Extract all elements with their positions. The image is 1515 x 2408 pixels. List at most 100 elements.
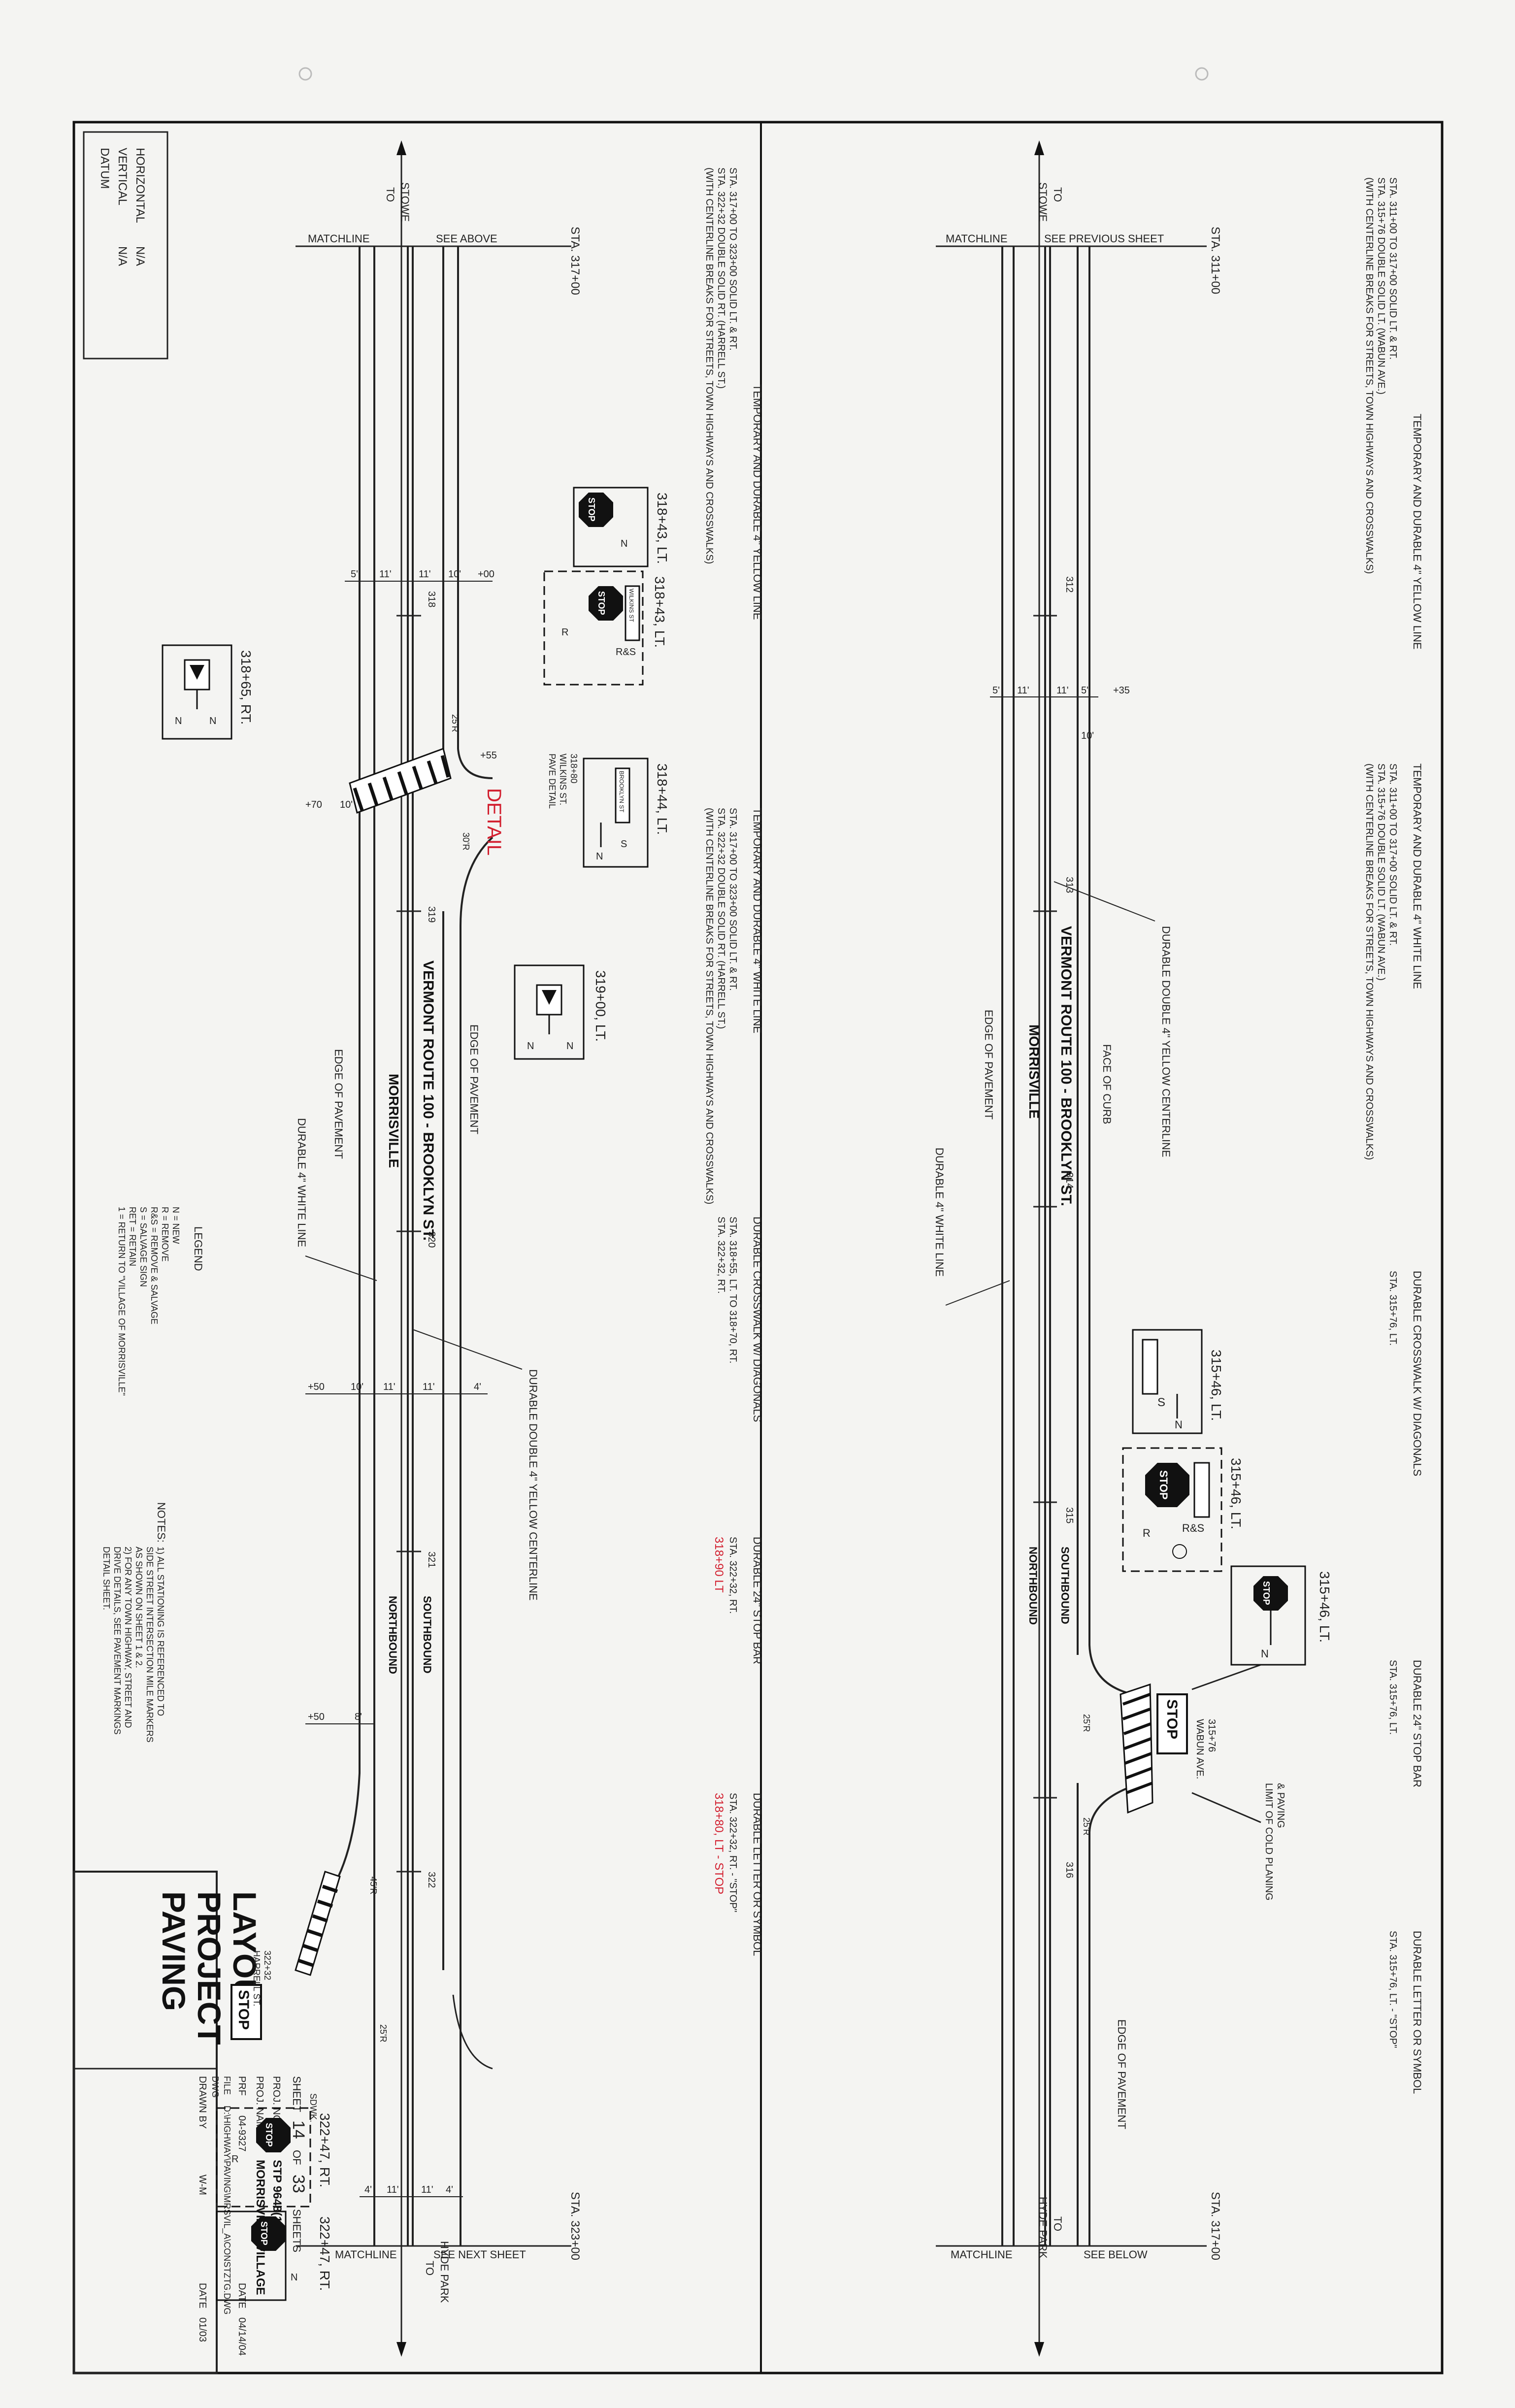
bottom-see-next: SEE NEXT SHEET <box>433 2248 526 2261</box>
bottom-town-name: MORRISVILLE <box>386 1074 401 1168</box>
legend-item: N = NEW <box>171 1207 181 1244</box>
sign-station-322-47b: 322+47, RT. <box>317 2216 332 2291</box>
leader-yellow-2 <box>413 1329 523 1370</box>
sign-group-pedestrian-319: N N 319+00, LT. <box>514 964 608 1060</box>
radius-25b: 25'R <box>1082 1817 1091 1835</box>
bottom-station-ticks <box>396 615 421 1873</box>
plot-date-value: 04/14/04 <box>236 2317 247 2356</box>
sign-code-n: N <box>291 2272 297 2283</box>
return-circle-icon <box>1172 1544 1187 1559</box>
note-title: DURABLE LETTER OR SYMBOL <box>751 1793 763 1956</box>
dim-5b: 5' <box>1081 685 1088 696</box>
note-line-3: (WITH CENTERLINE BREAKS FOR STREETS, TOW… <box>1364 763 1375 1160</box>
crosswalk-hatch-3 <box>297 1884 338 1967</box>
sheet-number: 14 <box>289 2120 308 2139</box>
harrell-label: HARRELL ST. <box>252 1950 262 2006</box>
wabun-ave-sta: 315+76 <box>1206 1719 1217 1752</box>
stop-sign-text-3: STOP <box>587 497 596 522</box>
note-line-1: STA. 322+32, RT. - "STOP" <box>727 1793 738 1913</box>
dim-11a: 11' <box>1017 685 1029 696</box>
drawn-by-value: W-M <box>197 2175 208 2195</box>
south-arrow-icon <box>1034 2342 1044 2357</box>
date-label: DATE <box>197 2283 208 2309</box>
crosswalk-hatch-2 <box>353 755 450 811</box>
note-line-1: STA. 315+76, LT. - "STOP" <box>1387 1931 1398 2048</box>
note-title: TEMPORARY AND DURABLE 4" WHITE LINE <box>751 808 763 1033</box>
date-value: 01/03 <box>197 2317 208 2342</box>
handwritten-correction-2: 318+80, LT - STOP <box>712 1793 725 1894</box>
handwritten-detail: DETAIL <box>483 788 505 856</box>
sheets-label: SHEETS <box>291 2209 303 2252</box>
stop-sign-text-2: STOP <box>1261 1581 1271 1605</box>
station-319: 319 <box>426 906 437 923</box>
file-label: FILE <box>222 2076 232 2095</box>
street-plate-wilkins: WILKINS ST <box>628 589 635 623</box>
station-322: 322 <box>426 1872 437 1888</box>
sign-station-318-44: 318+44, LT. <box>655 763 670 835</box>
sign-station-318-65: 318+65, RT. <box>238 650 254 725</box>
yield-pedestrian-icon-2 <box>542 990 557 1005</box>
top-end-direction-to: TO <box>1052 2216 1064 2231</box>
station-312: 312 <box>1064 576 1075 593</box>
general-notes: NOTES: 1) ALL STATIONING IS REFERENCED T… <box>101 1502 167 1743</box>
pave-detail-2: WILKINS ST. <box>558 754 568 805</box>
stop-pavement-marking-2 <box>231 1984 262 2040</box>
prf-label: PRF <box>236 2076 247 2096</box>
notes-line: 1) ALL STATIONING IS REFERENCED TO <box>156 1547 165 1716</box>
dim: +70 <box>305 799 322 810</box>
yield-pedestrian-icon <box>190 665 204 680</box>
pave-detail-1: PAVE DETAIL <box>547 754 557 809</box>
top-town-name: MORRISVILLE <box>1026 1024 1042 1119</box>
note-letter-bottom: DURABLE LETTER OR SYMBOL STA. 322+32, RT… <box>712 1793 763 1956</box>
legend-item: RET = RETAIN <box>128 1207 137 1266</box>
sign-station-319: 319+00, LT. <box>593 970 608 1042</box>
harrell-sta: 322+32 <box>263 1950 272 1980</box>
north-arrow-icon-2 <box>396 140 406 155</box>
bottom-durable-white: DURABLE 4" WHITE LINE <box>296 1118 308 1247</box>
sign-group-salvage: N S 315+46, LT. <box>1132 1329 1224 1434</box>
note-line-2: STA. 322+32 DOUBLE SOLID RT. (HARRELL ST… <box>716 167 726 389</box>
durable-yellow-label: DURABLE DOUBLE 4" YELLOW CENTERLINE <box>1160 926 1172 1157</box>
note-line-2: STA. 322+32, RT. <box>716 1217 726 1294</box>
crosswalk-harrell <box>295 1871 341 1976</box>
sign-code-rs: R&S <box>1182 1522 1204 1534</box>
dim: +50 <box>308 1712 325 1722</box>
top-end-direction-town: HYDE PARK <box>1037 2197 1049 2259</box>
notes-line: AS SHOWN ON SHEET 1 & 2. <box>134 1547 144 1668</box>
radius-label: 25'R <box>378 2024 388 2042</box>
sign-group-stop-322-47-remove: STOP R 322+47, RT. <box>216 2107 332 2208</box>
sign-code-n: N <box>566 1041 573 1052</box>
bottom-matchline-label: MATCHLINE <box>308 232 370 245</box>
note-yellow-line-top: TEMPORARY AND DURABLE 4" YELLOW LINE STA… <box>1364 177 1423 650</box>
dim: 10' <box>448 569 461 580</box>
datum-vertical-label: VERTICAL <box>116 148 129 205</box>
dimension-row-1: 5' 11' 11' 10' +00 <box>345 569 494 582</box>
station-320: 320 <box>426 1231 437 1248</box>
note-line-2: STA. 315+76 DOUBLE SOLID LT. (WABUN AVE.… <box>1376 177 1386 395</box>
sheet-total: 33 <box>289 2175 308 2193</box>
note-line-1: STA. 315+76, LT. <box>1387 1660 1398 1735</box>
dim: 4' <box>364 2184 372 2195</box>
edge-of-pavement-east-south <box>460 836 494 2246</box>
sign-code-n: N <box>527 1041 534 1052</box>
bottom-durable-yellow: DURABLE DOUBLE 4" YELLOW CENTERLINE <box>527 1369 539 1601</box>
dim-plus35: +35 <box>1113 685 1130 696</box>
sheet-border <box>72 121 1444 2375</box>
datum-horizontal-label: HORIZONTAL <box>133 148 147 223</box>
face-of-curb-north <box>1088 246 1133 1695</box>
note-line-3: (WITH CENTERLINE BREAKS FOR STREETS, TOW… <box>704 808 715 1204</box>
bottom-edge-of-pavement: EDGE OF PAVEMENT <box>332 1049 345 1159</box>
datum-vertical-value: N/A <box>116 246 129 266</box>
stop-sign-icon-2 <box>1253 1576 1288 1611</box>
radius-label: 45'R <box>368 1877 378 1894</box>
note-title: DURABLE 24" STOP BAR <box>751 1537 763 1664</box>
street-name-plate-3 <box>625 585 640 641</box>
notes-line: DRIVE DETAILS, SEE PAVEMENT MARKINGS <box>112 1547 122 1735</box>
radius-label: 30'R <box>461 832 471 850</box>
note-title: DURABLE 24" STOP BAR <box>1411 1660 1423 1787</box>
legend-item: S = SALVAGE SIGN <box>138 1207 148 1287</box>
top-direction-town: STOWE <box>1037 182 1049 222</box>
note-line-1: STA. 315+76, LT. <box>1387 1271 1398 1346</box>
note-line-1: STA. 322+32, RT. <box>727 1537 738 1614</box>
legend: LEGEND N = NEW R = REMOVE R&S = REMOVE &… <box>117 1207 204 1396</box>
